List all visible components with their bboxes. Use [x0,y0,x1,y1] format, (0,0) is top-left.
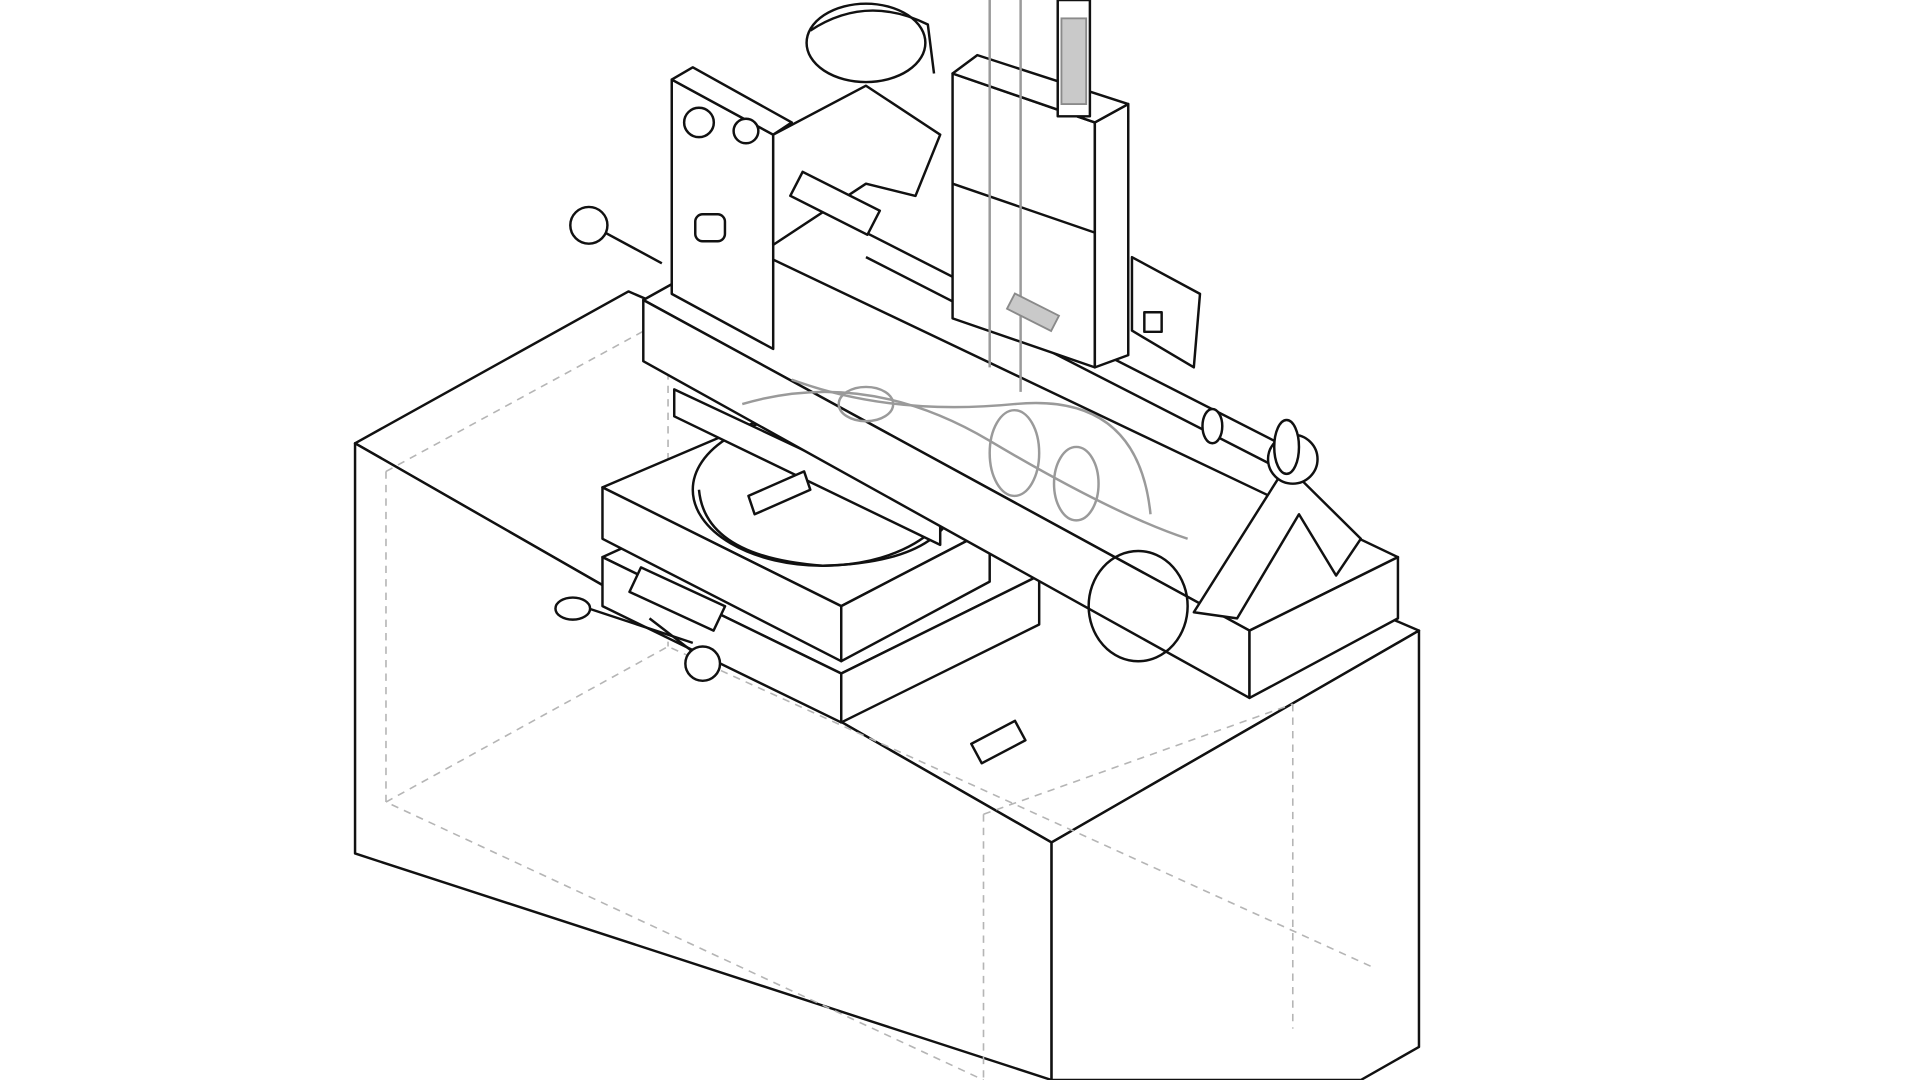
switch-button[interactable] [970,719,1027,765]
feed-handles[interactable] [554,205,727,683]
handle-knob-bottom[interactable] [684,645,722,683]
beam-end-face [1248,555,1400,700]
vertical-column [951,0,1202,392]
handle-knob-top[interactable] [569,205,609,245]
headstock-plate [670,2,942,351]
handle-knob-left[interactable] [554,596,592,621]
spindle-shaft [789,170,1224,445]
rotary-table [672,388,954,567]
base-hidden-lines [385,318,1374,1080]
base-right-face [1050,629,1421,1080]
beam-internal-details [741,378,1189,663]
main-beam [642,243,1400,700]
